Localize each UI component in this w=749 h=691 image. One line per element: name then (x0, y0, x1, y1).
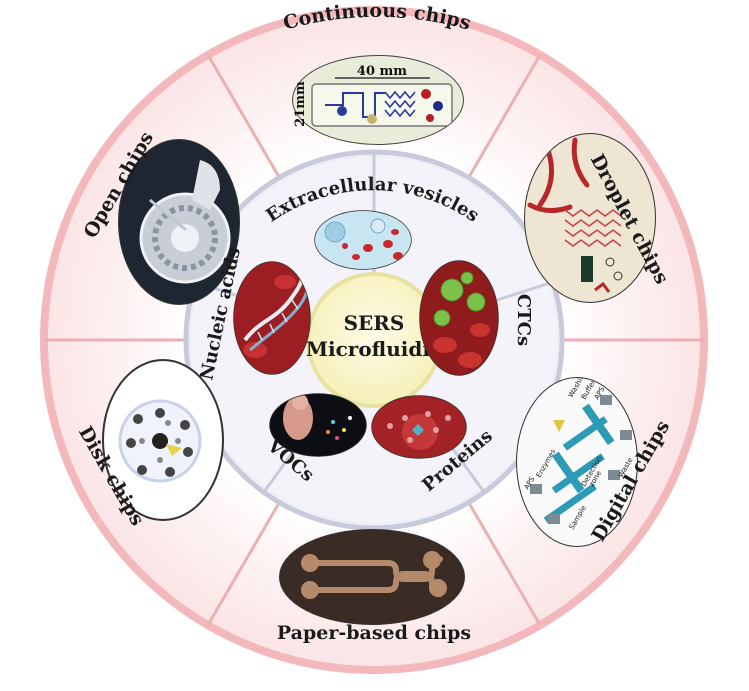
digital-chip-image: Washing Buffer APS Enzymes APS Detection… (516, 377, 638, 547)
paper-chip-image (279, 529, 465, 625)
continuous-chip-width-label: 40 mm (357, 64, 407, 79)
continuous-chip-height-label: 21mm (293, 81, 308, 127)
disk-chip-image (102, 359, 224, 521)
extracellular-vesicles-image (314, 210, 412, 270)
label-paper-based-chips: Paper-based chips (277, 622, 471, 644)
ctcs-image (419, 260, 499, 376)
nucleic-acids-image (233, 261, 311, 375)
center-title-line1: SERS (344, 311, 405, 335)
proteins-image (371, 395, 467, 459)
center-title-line2: Microfluidic (306, 337, 442, 361)
outer-dividers (44, 54, 704, 626)
vocs-image (269, 393, 367, 457)
droplet-chip-image (524, 133, 656, 303)
open-chip-image (118, 139, 240, 305)
label-ctcs: CTCs (513, 294, 534, 346)
continuous-chip-image: 40 mm 21mm (292, 55, 464, 145)
